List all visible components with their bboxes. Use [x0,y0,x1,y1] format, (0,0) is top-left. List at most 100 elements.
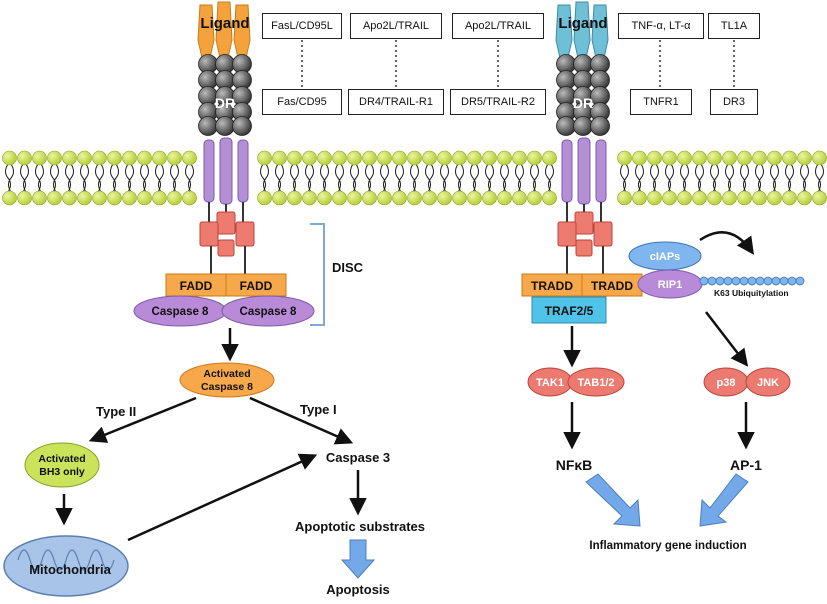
caspase8-left-label: Caspase 8 [152,306,210,318]
type2-label: Type II [96,404,136,419]
lipid-head [32,150,47,166]
lipid-head [377,150,392,166]
cell-membrane [2,150,827,206]
blue-arrow-to-apoptosis [340,539,376,579]
ligand-box-apo2l-1: Apo2L/TRAIL [350,13,442,39]
ligand-box-tnf: TNF-α, LT-α [618,13,704,39]
lipid-head [77,150,92,166]
ubiquitin-unit [731,276,741,286]
ubiquitin-unit [747,276,757,286]
bh3-line1: Activated [38,453,85,465]
receptor-box-dr3: DR3 [710,89,758,115]
lipid-head [377,190,392,206]
ubiquitin-unit [739,276,749,286]
lipid-head [167,150,182,166]
lipid-head [752,190,767,206]
left-transmembrane-domain [203,137,249,205]
ubiquitin-unit [707,276,717,286]
lipid-head [62,190,77,206]
right-ligand-label: Ligand [558,15,607,32]
lipid-head [332,150,347,166]
lipid-head [767,150,782,166]
ubiquitin-unit [771,276,781,286]
ap1-label: AP-1 [730,457,762,473]
lipid-head [782,190,797,206]
lipid-head [32,190,47,206]
receptor-box-tnfr1: TNFR1 [630,89,692,115]
tab12-oval [567,367,625,397]
receptor-subunit [590,116,610,136]
lipid-head [302,150,317,166]
lipid-head [782,150,797,166]
lipid-head [422,150,437,166]
lipid-head [182,150,197,166]
nfkb-label: NFκB [556,457,593,473]
lipid-head [692,190,707,206]
lipid-head [812,190,827,206]
lipid-head [632,150,647,166]
lipid-head [17,190,32,206]
lipid-head [692,150,707,166]
receptor-subunit [556,116,576,136]
blue-arrow-ap1 [699,473,749,527]
right-transmembrane-domain [561,137,607,205]
arrow-mito-to-caspase3 [127,453,318,542]
tak1-label: TAK1 [536,377,564,389]
receptor-subunit [232,116,252,136]
mitochondria-label: Mitochondria [29,562,111,577]
caspase8-right-oval [221,295,315,327]
apoptosis-label: Apoptosis [326,582,390,597]
ubiquitin-unit [779,276,789,286]
ubiquitin-unit [787,276,797,286]
right-ligand [555,1,609,59]
disc-bracket [310,223,325,326]
lipid-head [527,150,542,166]
jnk-label: JNK [757,377,779,389]
lipid-head [542,150,557,166]
tab12-label: TAB1/2 [577,377,614,389]
lipid-head [467,190,482,206]
traf25-label: TRAF2/5 [545,304,594,318]
lipid-head [452,190,467,206]
lipid-head [812,150,827,166]
lipid-head [107,190,122,206]
lipid-head [617,150,632,166]
lipid-head [122,150,137,166]
lipid-head [797,150,812,166]
right-death-receptor [556,54,610,136]
fadd-left-label: FADD [180,279,213,293]
lipid-head [107,150,122,166]
ubiquitin-unit [723,276,733,286]
lipid-head [437,150,452,166]
left-death-receptor [198,54,252,136]
arrow-rip1-to-mapk [705,311,749,367]
ubiquitin-unit [755,276,765,286]
lipid-head [182,190,197,206]
lipid-head [467,150,482,166]
lipid-head [332,190,347,206]
lipid-head [92,150,107,166]
ubiquitin-unit [699,276,709,286]
lipid-head [17,150,32,166]
lipid-head [287,190,302,206]
lipid-head [767,190,782,206]
arrow-type2 [88,396,197,443]
activated-caspase8-oval [179,362,275,398]
lipid-head [707,190,722,206]
rip1-label: RIP1 [658,279,682,291]
left-receptor-label: DR [215,95,235,111]
lipid-head [2,150,17,166]
lipid-head [2,190,17,206]
lipid-head [422,190,437,206]
lipid-head [62,150,77,166]
bh3-only-oval [24,442,100,488]
ubiquitin-unit [763,276,773,286]
lipid-head [392,150,407,166]
lipid-head [287,150,302,166]
substrates-label: Apoptotic substrates [295,519,425,534]
lipid-head [47,190,62,206]
ligand-box-apo2l-2: Apo2L/TRAIL [452,13,544,39]
caspase8-right-label: Caspase 8 [240,306,298,318]
lipid-head [317,150,332,166]
lipid-head [677,190,692,206]
